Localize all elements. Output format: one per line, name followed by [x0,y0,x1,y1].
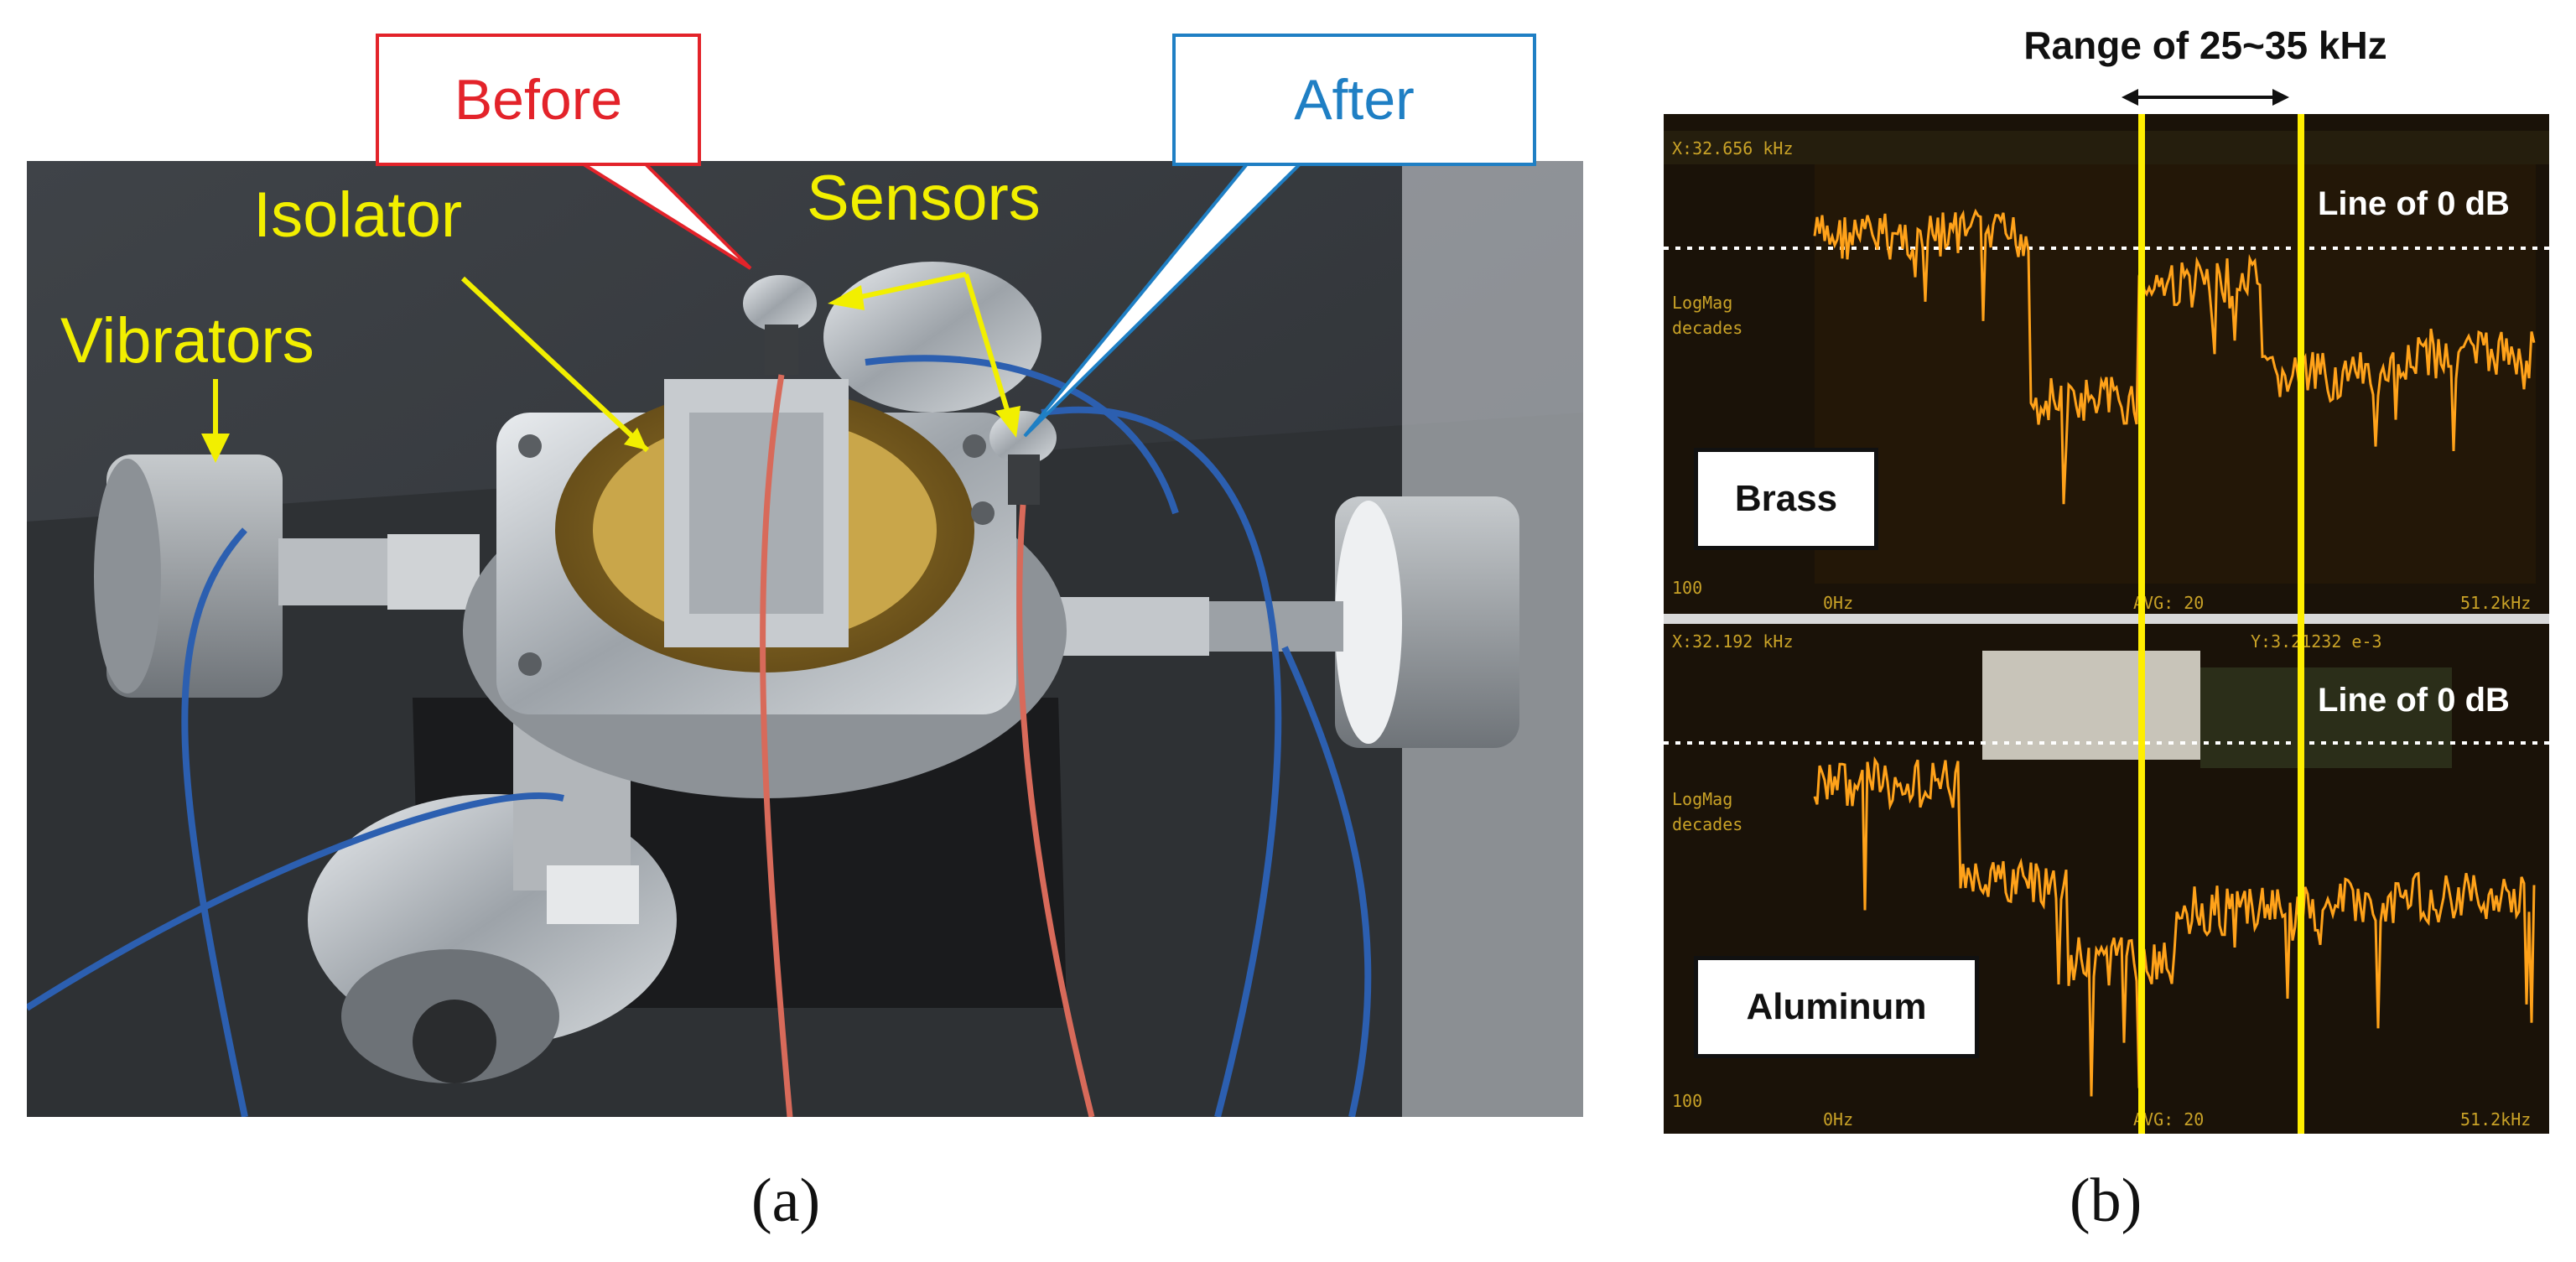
aluminum-readout-x: X:32.192 kHz [1672,631,1794,652]
aluminum-spectrum-trace [1813,756,2536,1097]
range-arrow [2122,89,2289,106]
vibrators-label: Vibrators [60,305,314,377]
isolator-label: Isolator [253,179,462,251]
before-callout: Before [376,34,701,166]
aluminum-avg: AVG: 20 [2133,1109,2204,1130]
setup-photo: Isolator Sensors Vibrators [27,161,1583,1117]
brass-avg: AVG: 20 [2133,593,2204,613]
brass-zero-line-label: Line of 0 dB [2318,185,2510,222]
brass-freq-end: 51.2kHz [2460,593,2531,613]
aluminum-zero-hz: 0Hz [1823,1109,1853,1130]
aluminum-logmag: LogMag [1672,789,1732,809]
annotation-labels: Isolator Sensors Vibrators [60,163,1041,463]
brass-spectrum-panel: X:32.656 kHz LogMag decades 100 0Hz AVG:… [1664,114,2549,614]
range-label: Range of 25~35 kHz [1971,15,2440,75]
caption-b: (b) [2070,1166,2142,1235]
aluminum-readout-y: Y:3.21232 e-3 [2251,631,2382,652]
aluminum-scale-bottom: 100 [1672,1091,1702,1111]
aluminum-label: Aluminum [1694,956,1979,1058]
vibrator-front [308,706,677,1083]
caption-a: (a) [751,1166,821,1235]
brass-scale-bottom: 100 [1672,578,1702,598]
brass-readout: X:32.656 kHz [1672,138,1794,158]
sensor-before [743,275,817,375]
vibrator-left [94,454,480,698]
aluminum-zero-line-label: Line of 0 dB [2318,682,2510,719]
brass-spectrum-trace [1813,208,2536,505]
aluminum-freq-end: 51.2kHz [2460,1109,2531,1130]
spectrum-analyzer-screens: X:32.656 kHz LogMag decades 100 0Hz AVG:… [1664,114,2549,1134]
brass-label: Brass [1694,448,1878,550]
aluminum-decades: decades [1672,814,1742,834]
brass-decades: decades [1672,318,1742,338]
brass-logmag: LogMag [1672,293,1732,313]
brass-zero-hz: 0Hz [1823,593,1853,613]
sensors-label: Sensors [807,163,1041,234]
after-callout: After [1172,34,1536,166]
